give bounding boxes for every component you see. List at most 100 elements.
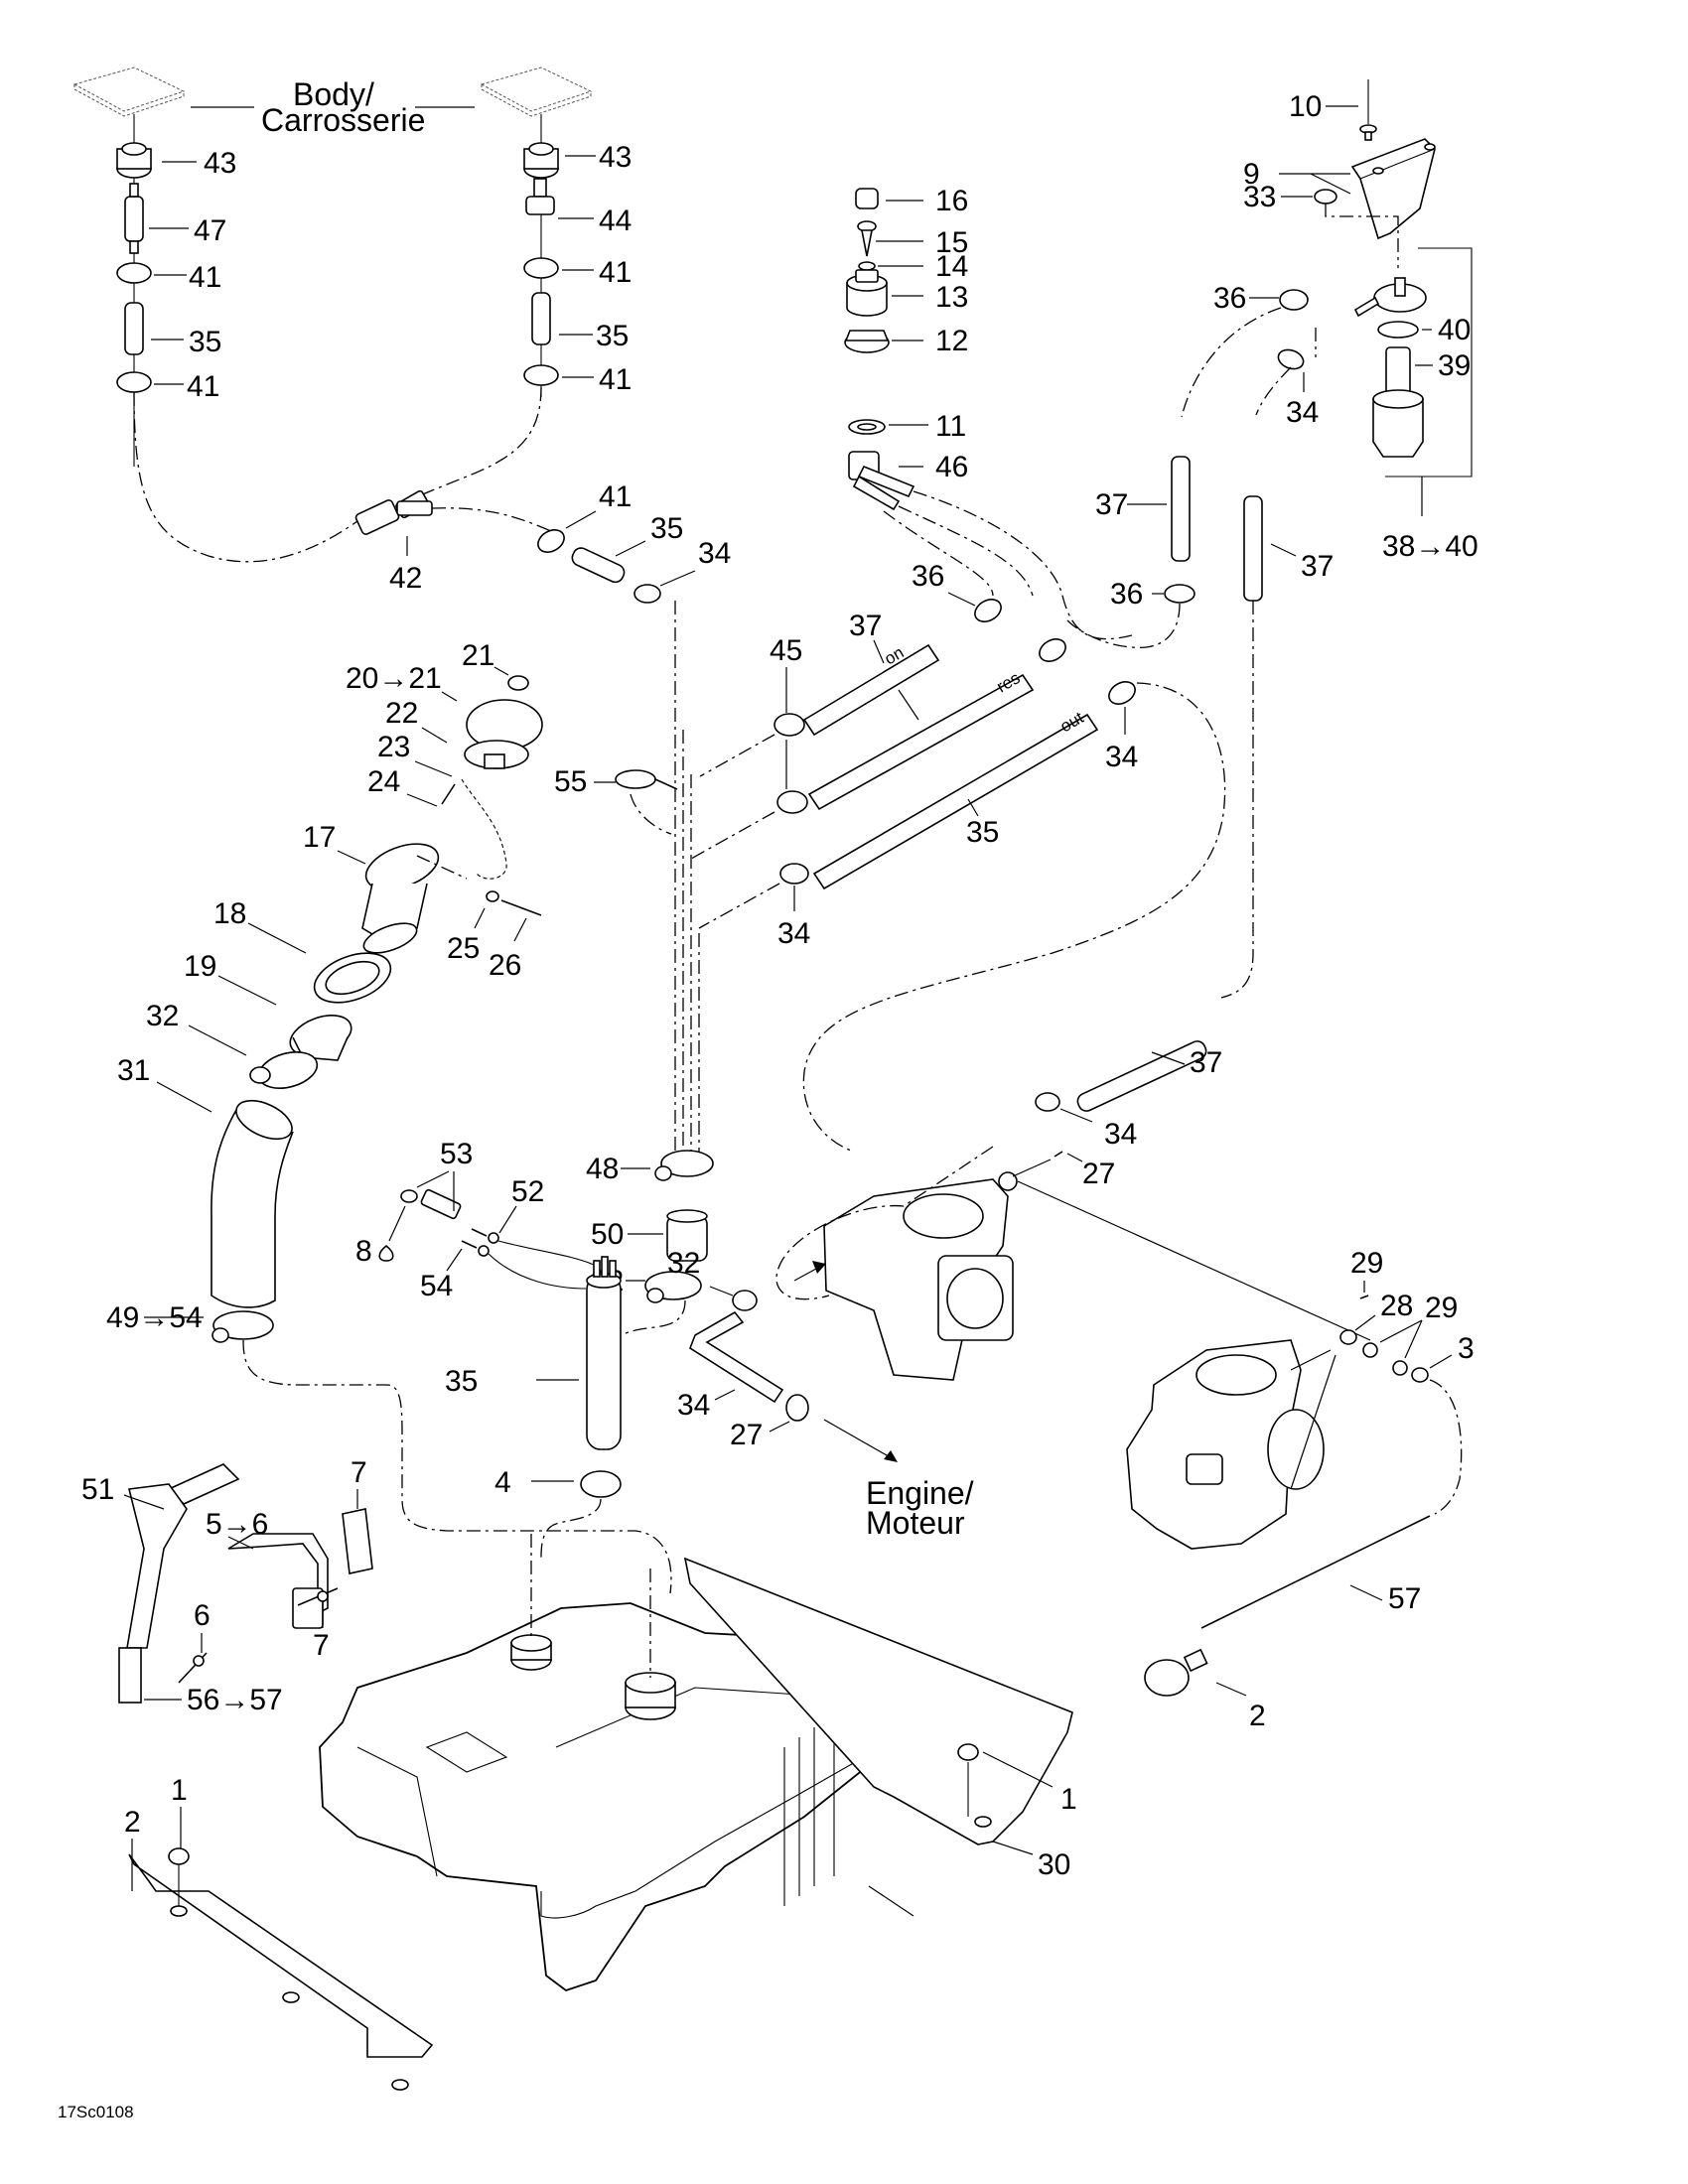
hose-37-on: on xyxy=(802,643,940,737)
callout-49-54: 35 xyxy=(445,1365,478,1398)
clamp-45 xyxy=(774,713,808,814)
callout-3: 5→6 xyxy=(206,1508,268,1541)
screw-2 xyxy=(957,1743,979,1817)
callout-26: 26 xyxy=(489,949,521,982)
nut-12 xyxy=(844,330,890,353)
throttle-cable xyxy=(1017,1180,1371,1341)
callout-41: 41 xyxy=(599,256,632,289)
hose-31 xyxy=(211,1099,294,1308)
callout-38-40: 38→40 xyxy=(1382,530,1478,563)
callout-15: 15 xyxy=(935,226,968,259)
hose-35-out: out xyxy=(812,708,1099,890)
callout-31: 31 xyxy=(117,1054,150,1087)
grommet-43-left xyxy=(116,142,152,179)
callout-46: 46 xyxy=(935,451,968,483)
callout-56-57: 57 xyxy=(1388,1582,1421,1615)
callout-42: 42 xyxy=(389,562,422,595)
hose-35 xyxy=(124,302,144,355)
nut-29 xyxy=(1339,1329,1357,1345)
callout-35: 35 xyxy=(966,816,999,849)
callout-35: 34 xyxy=(677,1389,710,1422)
callout-41: 41 xyxy=(189,261,221,294)
clamp-32 xyxy=(211,1310,274,1343)
wire xyxy=(488,1253,587,1290)
callout-23: 23 xyxy=(377,731,410,763)
callout-44: 44 xyxy=(599,205,632,237)
body-label-line2: Carrosserie xyxy=(261,102,425,138)
callout-28: 29 xyxy=(1425,1292,1458,1324)
callout-37: 37 xyxy=(1095,488,1128,521)
callout-25: 25 xyxy=(447,932,480,965)
callout-12: 12 xyxy=(935,325,968,357)
callout-39: 39 xyxy=(1438,349,1471,382)
callout-4: 7 xyxy=(351,1456,367,1489)
callout-32: 32 xyxy=(146,1000,179,1032)
callout-34: 34 xyxy=(1104,1118,1137,1151)
callout-48: 48 xyxy=(586,1153,619,1185)
clamp-32 xyxy=(249,1051,319,1089)
clamp-36 xyxy=(974,599,1002,622)
callout-16: 16 xyxy=(935,185,968,217)
callout-18: 18 xyxy=(213,897,246,930)
callout-13: 13 xyxy=(935,281,968,314)
clamp-34 xyxy=(1035,1092,1060,1112)
callout-41: 41 xyxy=(599,363,632,396)
engine-label-line2: Moteur xyxy=(866,1505,965,1541)
body-panel-left xyxy=(72,67,254,117)
terminal-54 xyxy=(461,1240,490,1257)
callout-32: 49→54 xyxy=(106,1301,203,1334)
clamp-41 xyxy=(537,529,565,553)
callout-45: 45 xyxy=(770,634,802,667)
clamp-36 xyxy=(1164,584,1196,604)
knob-13 xyxy=(846,269,888,317)
clamp-41 xyxy=(116,371,152,393)
fuel-tank-30 xyxy=(319,1602,880,1992)
washer-14 xyxy=(858,261,876,271)
callout-1: 30 xyxy=(1038,1848,1070,1881)
hose-37 xyxy=(1243,495,1263,602)
callout-47: 47 xyxy=(194,214,226,247)
callout-2: 1 xyxy=(1060,1783,1077,1816)
carburetor-front xyxy=(823,1171,1018,1381)
clamp-34 xyxy=(633,584,661,604)
plug-16 xyxy=(855,188,879,209)
callout-57: 2 xyxy=(1249,1700,1266,1732)
fuel-valve-46 xyxy=(848,451,915,511)
callout-34: 32 xyxy=(667,1247,700,1280)
callout-36: 36 xyxy=(912,560,944,593)
reference-code: 17Sc0108 xyxy=(58,2103,134,2121)
hose-35 xyxy=(531,292,551,345)
rivet-10 xyxy=(1359,79,1377,141)
choke-cable-56 xyxy=(1144,1515,1431,1697)
callout-27: 29 xyxy=(1350,1247,1383,1280)
callout-34: 34 xyxy=(1286,396,1319,429)
wire xyxy=(497,1240,597,1267)
rivet-7 xyxy=(297,1587,339,1606)
callout-35: 35 xyxy=(650,512,683,545)
callout-34: 34 xyxy=(777,917,810,950)
clamp xyxy=(1039,638,1066,662)
washer-11 xyxy=(848,419,886,435)
strap-3-5 xyxy=(118,1463,329,1704)
flow-arrow xyxy=(793,1268,817,1282)
screw-15 xyxy=(857,220,877,257)
callout-20-21: 20→21 xyxy=(346,662,442,695)
grommet-43-right xyxy=(523,142,559,179)
callout-17: 17 xyxy=(303,821,336,854)
clamp-34 xyxy=(779,863,809,885)
callout-33: 33 xyxy=(1243,181,1276,213)
nut-33 xyxy=(1314,189,1337,205)
clamp-41 xyxy=(116,262,152,284)
callout-7: 7 xyxy=(313,1629,330,1662)
callout-19: 19 xyxy=(184,950,216,983)
hose-37-res: res xyxy=(807,668,1035,811)
vent-cap-21 xyxy=(507,675,529,691)
clamp-34 xyxy=(785,1394,809,1422)
callout-51: 4 xyxy=(494,1466,511,1499)
filter-bowl xyxy=(1372,389,1424,458)
hose-35 xyxy=(571,547,626,584)
callout-29: 3 xyxy=(1458,1332,1475,1365)
callout-5-6: 51 xyxy=(81,1473,114,1506)
fuel-pump-49 xyxy=(586,1256,622,1450)
